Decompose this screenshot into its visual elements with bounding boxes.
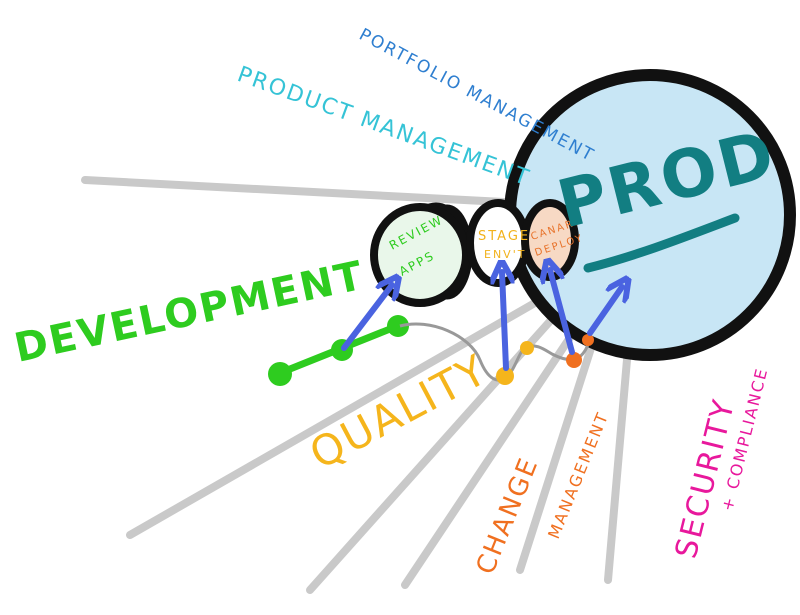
change-node-2 [582,334,594,346]
arrow-to-review [341,285,392,351]
ray-right [604,321,634,584]
ray-top [81,176,564,209]
quality-node-1 [496,367,514,385]
product-label: Product Management [234,62,533,191]
arrow-to-prod [587,287,622,336]
stage-label-line1: Stage [478,229,530,244]
development-label: Development [11,253,369,372]
dev-node-3 [387,315,409,337]
ray-bottom-mid [401,311,589,589]
quality-nodes [496,341,534,385]
arrow-to-canary [550,270,575,355]
ray-bottom [516,316,604,574]
ray-lower-left [126,296,544,539]
stage-label-line2: env't [484,248,526,261]
quality-node-2 [520,341,534,355]
development-pipeline [268,315,409,386]
change-node-1 [566,352,582,368]
portfolio-label: Portfolio management [356,25,598,167]
promotion-arrows [341,270,622,371]
arrow-to-stage [502,272,506,371]
dev-node-1 [268,362,292,386]
change-nodes [566,334,594,368]
perspective-rays [81,176,634,594]
prod-underline [583,213,740,273]
